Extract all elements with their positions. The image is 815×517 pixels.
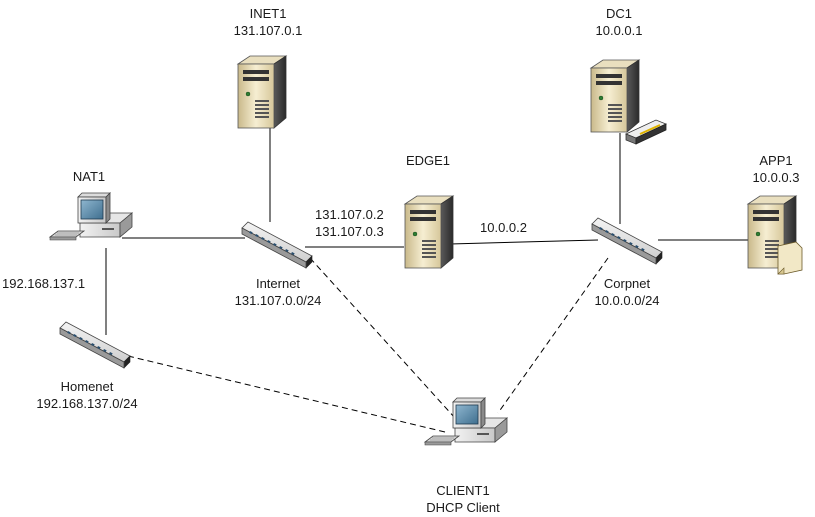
network-name-corpnet: Corpnet [603,276,651,291]
network-label-corpnet: Corpnet 10.0.0.0/24 [594,275,659,309]
server-icon-dc1 [590,59,640,133]
node-name-dc1: DC1 [605,6,632,21]
node-ips-edge1-internet: 131.107.0.2 131.107.0.3 [315,206,384,240]
node-label-app1: APP1 10.0.0.3 [753,152,800,186]
switch-icon-internet [241,221,313,269]
node-name-inet1: INET1 [249,6,287,21]
node-role-client1: DHCP Client [426,500,500,515]
network-name-homenet: Homenet [60,379,114,394]
document-icon-app1 [777,241,803,275]
server-icon-edge1 [404,195,454,269]
node-ip-edge1-corpnet: 10.0.0.2 [480,220,527,235]
node-ip-nat1: 192.168.137.1 [2,276,86,291]
network-subnet-internet: 131.107.0.0/24 [234,293,322,308]
node-name-client1: CLIENT1 [436,483,490,498]
node-label-dc1: DC1 10.0.0.1 [596,5,643,39]
network-subnet-corpnet: 10.0.0.0/24 [594,293,660,308]
node-ip-inet1: 131.107.0.1 [233,23,303,38]
node-ip-dc1: 10.0.0.1 [595,23,643,38]
node-name-nat1: NAT1 [72,169,106,184]
node-label-inet1: INET1 131.107.0.1 [234,5,303,39]
switch-icon-corpnet [591,217,663,265]
link-homenet-client1 [127,355,446,433]
node-name-app1: APP1 [759,153,793,168]
node-label-client1: CLIENT1 DHCP Client [426,482,499,516]
node-name-edge1: EDGE1 [405,153,451,168]
edge1-ip-1: 131.107.0.2 [315,207,384,222]
workstation-icon-client1 [424,397,508,446]
edge1-ip-2: 131.107.0.3 [315,224,384,239]
modem-icon-dc1 [624,119,668,145]
solid-links [105,128,748,335]
network-label-internet: Internet 131.107.0.0/24 [235,275,322,309]
dashed-links [127,257,609,433]
link-corpnet-client1 [497,257,609,414]
link-internet-client1 [309,257,456,419]
server-icon-inet1 [237,55,287,129]
network-subnet-homenet: 192.168.137.0/24 [36,396,138,411]
switch-icon-homenet [59,321,131,369]
node-ip-app1: 10.0.0.3 [752,170,800,185]
network-name-internet: Internet [255,276,301,291]
workstation-icon-nat1 [49,192,133,241]
network-label-homenet: Homenet 192.168.137.0/24 [36,378,137,412]
link-edge1-corpnet [449,239,599,245]
